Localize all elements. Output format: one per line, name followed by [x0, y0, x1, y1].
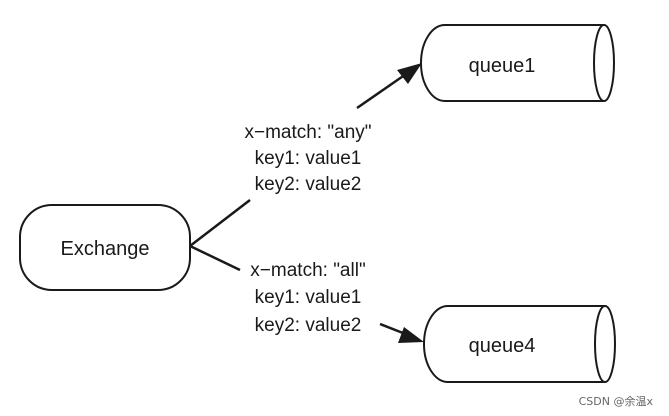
edge-line-upper-start: [189, 199, 251, 247]
exchange-node[interactable]: Exchange: [19, 204, 191, 291]
edge-label-line: key1: value1: [255, 148, 362, 169]
queue1-label: queue1: [469, 55, 536, 77]
edge-label-all: x−match: "all" key1: value1 key2: value2: [250, 260, 365, 336]
edge-line-lower-start: [189, 244, 241, 272]
arrowhead-icon: [398, 327, 424, 343]
queue1-node[interactable]: queue1: [420, 24, 615, 102]
edge-exchange-to-queue4: [189, 244, 424, 343]
edge-label-any: x−match: "any" key1: value1 key2: value2: [244, 122, 371, 195]
edge-label-line: key1: value1: [255, 287, 362, 308]
queue4-label: queue4: [469, 335, 536, 357]
watermark-text: CSDN @余温x: [579, 394, 654, 408]
edge-label-line: key2: value2: [255, 315, 362, 336]
edge-label-line: x−match: "any": [244, 122, 371, 143]
queue1-cylinder-end: [593, 24, 605, 102]
edge-line-upper-end: [356, 70, 410, 110]
exchange-shape: [19, 204, 191, 291]
edge-exchange-to-queue1: [189, 63, 422, 247]
queue4-cylinder-end: [594, 305, 606, 383]
exchange-label: Exchange: [61, 238, 150, 260]
edge-label-line: x−match: "all": [250, 260, 365, 281]
edge-label-line: key2: value2: [255, 174, 362, 195]
arrowhead-icon: [397, 63, 422, 84]
queue4-node[interactable]: queue4: [423, 305, 616, 383]
